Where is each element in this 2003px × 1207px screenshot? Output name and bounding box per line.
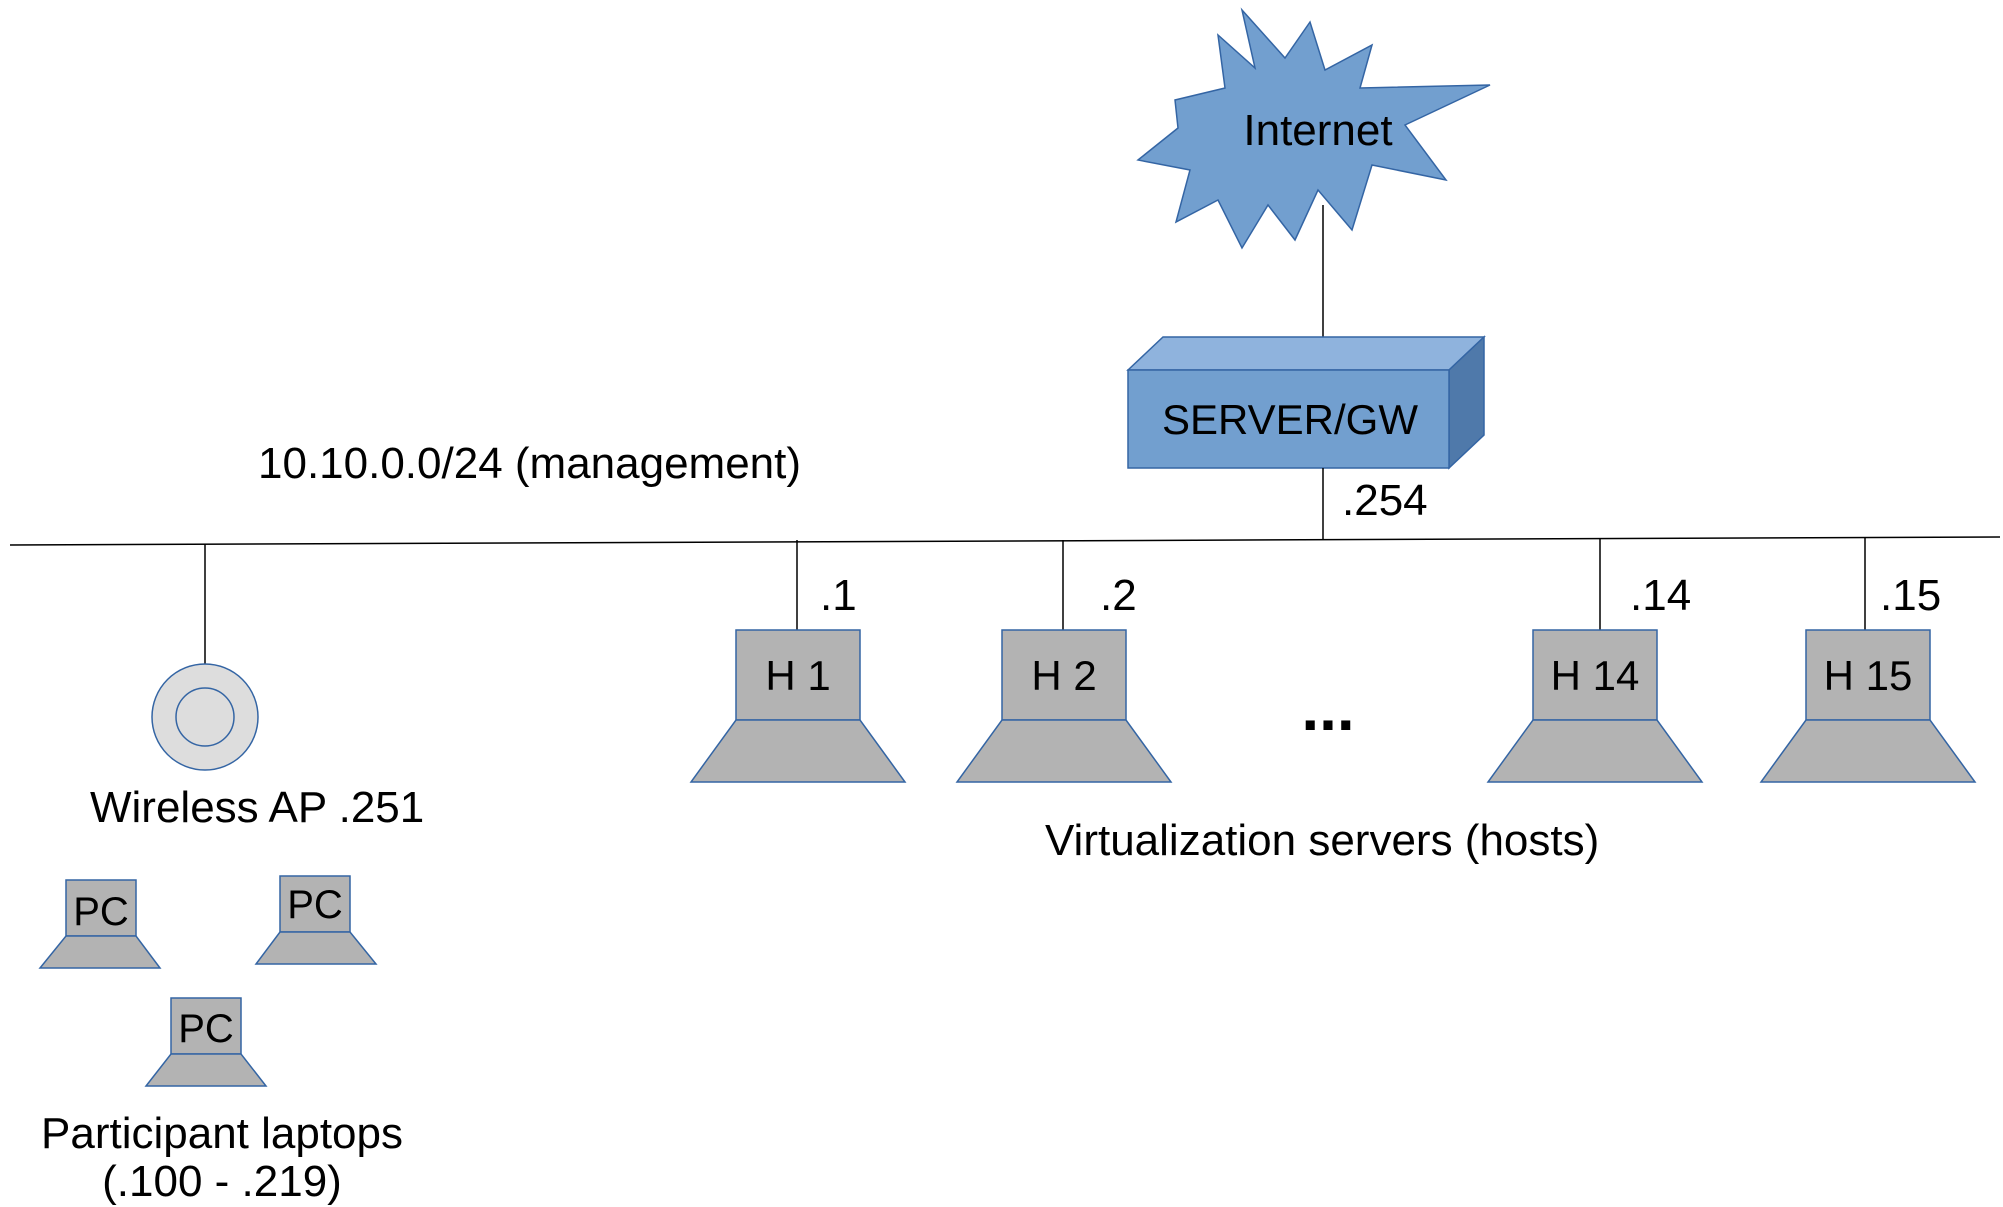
laptop-2: PC [254, 875, 378, 965]
host-15-monitor [1805, 629, 1931, 721]
host-15-base [1759, 719, 1977, 783]
internet-cloud: Internet [1136, 7, 1491, 250]
laptop-3-screen [170, 997, 242, 1055]
laptop-1-base [38, 935, 162, 969]
host-2-monitor [1001, 629, 1127, 721]
laptop-2-label: PC [287, 883, 343, 927]
host-14: H 14 .14 [1486, 538, 1704, 783]
host-2-base [955, 719, 1173, 783]
gateway-front-face [1127, 369, 1450, 469]
ap-inner-disc [175, 687, 235, 747]
laptop-2-base [254, 931, 378, 965]
host-14-ip-label: .14 [1630, 571, 1691, 620]
laptop-3-base [144, 1053, 268, 1087]
host-1: H 1 .1 [689, 540, 907, 783]
host-1-label: H 1 [765, 652, 830, 699]
host-15-ip-label: .15 [1880, 571, 1941, 620]
host-15-label: H 15 [1824, 652, 1913, 699]
wireless-ap: Wireless AP .251 [90, 544, 424, 832]
host-14-label: H 14 [1551, 652, 1640, 699]
host-1-base [689, 719, 907, 783]
hosts-caption: Virtualization servers (hosts) [1045, 816, 1599, 865]
wireless-ap-label: Wireless AP .251 [90, 783, 424, 832]
subnet-label: 10.10.0.0/24 (management) [258, 439, 801, 488]
internet-burst-shape [1136, 7, 1491, 250]
laptop-1-screen [65, 879, 137, 937]
laptop-1: PC [38, 879, 162, 969]
host-1-ip-label: .1 [820, 571, 857, 620]
management-bus-line [9, 536, 2001, 546]
internet-label: Internet [1243, 106, 1392, 155]
laptops-caption-line1: Participant laptops [41, 1109, 403, 1158]
host-2-ip-label: .2 [1100, 571, 1137, 620]
gateway-ip-label: .254 [1342, 476, 1428, 525]
gateway-label: SERVER/GW [1162, 396, 1418, 443]
laptop-3: PC [144, 997, 268, 1087]
host-14-monitor [1532, 629, 1658, 721]
gateway-top-face [1126, 336, 1486, 371]
laptops-caption-line2: (.100 - .219) [102, 1157, 342, 1206]
laptop-1-label: PC [73, 890, 129, 934]
host-14-base [1486, 719, 1704, 783]
host-15: H 15 .15 [1759, 537, 1977, 783]
hosts-ellipsis: ... [1301, 672, 1354, 744]
host-2-label: H 2 [1031, 652, 1096, 699]
host-2: H 2 .2 [955, 540, 1173, 783]
server-gateway: SERVER/GW [1126, 335, 1486, 470]
laptop-3-label: PC [178, 1007, 234, 1051]
